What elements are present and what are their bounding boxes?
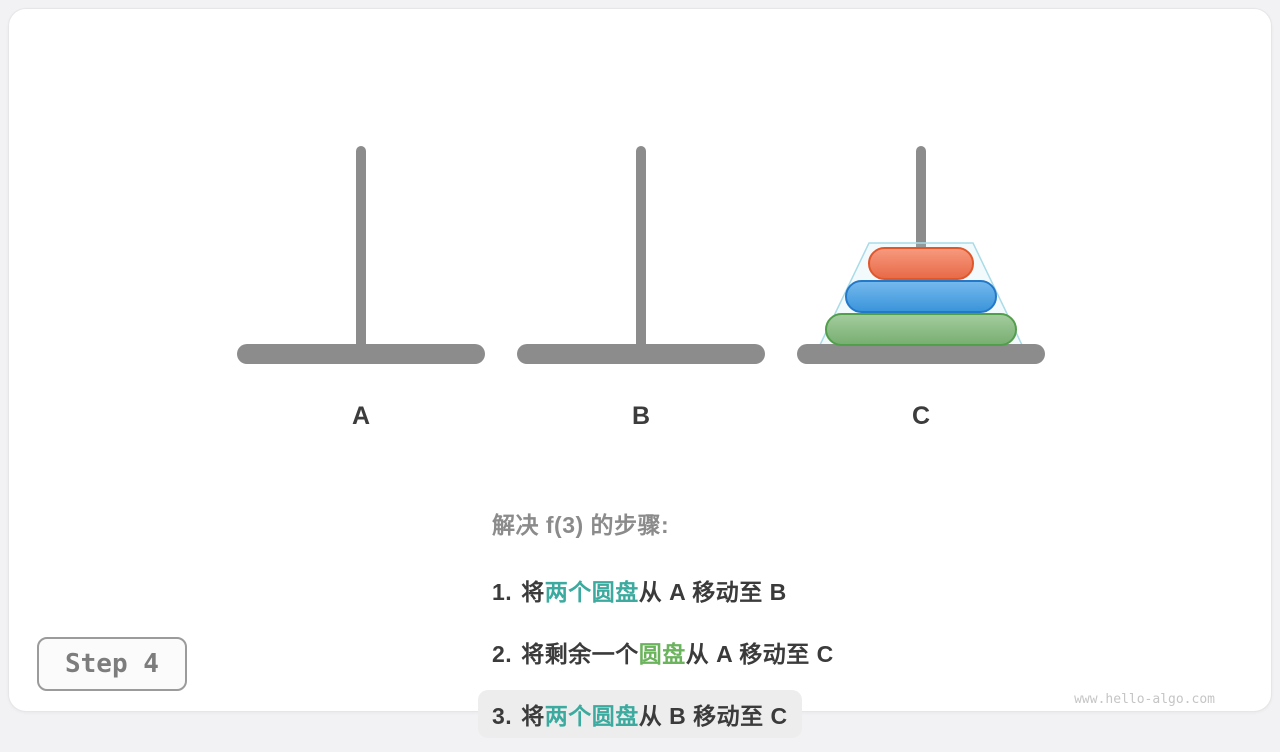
disk-blue [845,280,997,313]
step-counter-badge: Step 4 [37,637,187,691]
step-emphasis: 两个圆盘 [544,579,639,605]
step-text-post: 从 B 移动至 C [638,703,788,729]
disk-orange [868,247,974,280]
step-text-pre: 将剩余一个 [521,641,639,667]
description-header: 解决 f(3) 的步骤: [492,512,670,538]
peg-pole [356,146,366,356]
peg-pole [636,146,646,356]
peg-base [517,344,765,364]
peg-b: B [511,146,771,438]
peg-label-c: C [911,402,931,430]
step-emphasis: 圆盘 [638,641,686,667]
peg-c: C [791,146,1051,438]
step-text-pre: 将 [521,703,545,729]
step-number: 2. [492,641,513,667]
diagram-card: A B C 解决 f(3) 的步骤: 1.将两个圆盘从 A 移动至 B 2.将剩… [8,8,1272,738]
step-line-3: 3. 将两个圆盘从 B 移动至 C [478,690,802,738]
step-text-post: 从 A 移动至 B [638,579,787,605]
peg-label-a: A [351,402,371,430]
peg-base [797,344,1045,364]
peg-label-b: B [631,402,651,430]
step-line-2: 2. 将剩余一个圆盘从 A 移动至 C [478,628,848,676]
step-text-pre: 将 [521,579,545,605]
step-text-post: 从 A 移动至 C [685,641,834,667]
disk-stack [825,247,1017,346]
step-emphasis: 两个圆盘 [544,703,639,729]
site-watermark: www.hello-algo.com [1074,692,1215,707]
step-number: 1. [492,579,513,605]
peg-a: A [231,146,491,438]
disk-green [825,313,1017,346]
peg-base [237,344,485,364]
step-line-1: 1. 将两个圆盘从 A 移动至 B [478,566,801,614]
step-number: 3. [492,703,513,729]
solution-description: 解决 f(3) 的步骤: 1.将两个圆盘从 A 移动至 B 2.将剩余一个圆盘从… [478,506,848,752]
